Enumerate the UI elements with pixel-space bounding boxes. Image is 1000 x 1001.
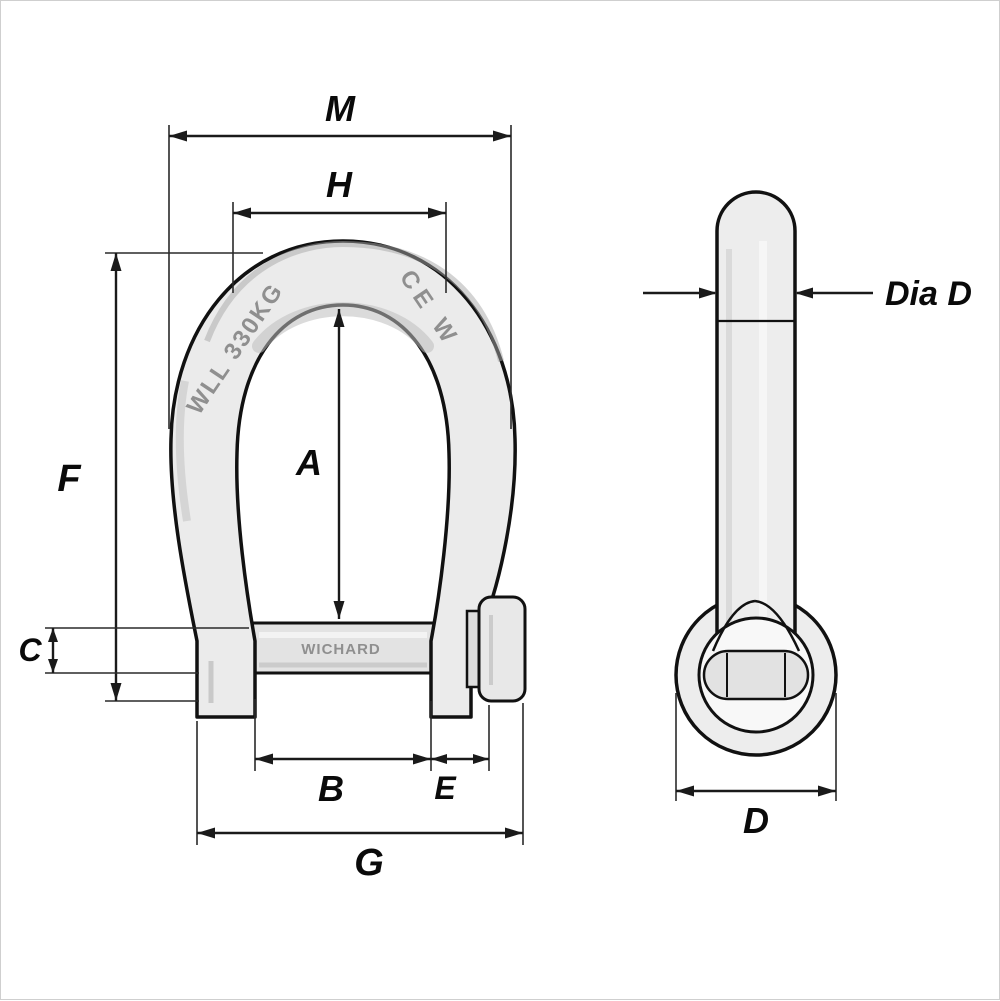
arrowhead (197, 827, 215, 839)
arrowhead (110, 253, 122, 271)
bow-inner-shading (252, 302, 434, 353)
dim-label-F: F (57, 458, 82, 500)
arrowhead (699, 287, 717, 299)
arrowhead (473, 754, 489, 764)
arrowhead (676, 785, 694, 797)
arrowhead (169, 130, 187, 142)
dim-label-diaD: Dia D (885, 275, 972, 313)
dimensions-side: Dia D D (643, 275, 972, 841)
pin-head (477, 595, 527, 703)
arrowhead (818, 785, 836, 797)
dim-label-D: D (743, 800, 769, 841)
dim-label-M: M (325, 88, 356, 129)
arrowhead (431, 754, 447, 764)
arrowhead (795, 287, 813, 299)
arrowhead (110, 683, 122, 701)
arrowhead (493, 130, 511, 142)
front-view: WICHARD WLL 330KG CE W (169, 239, 527, 719)
arrowhead (233, 207, 251, 219)
dim-label-A: A (295, 442, 322, 483)
dim-label-E: E (434, 770, 457, 806)
pin-engraving: WICHARD (301, 641, 381, 658)
dimensions-front: M H A F C B (18, 88, 524, 884)
arrowhead (255, 753, 273, 765)
arrowhead (413, 753, 431, 765)
arrowhead (48, 659, 58, 673)
bow-cross-section (702, 649, 810, 701)
pin-shaft-side (715, 190, 797, 656)
left-arm-shading (175, 380, 191, 522)
dim-label-G: G (354, 842, 384, 884)
arrowhead (333, 309, 345, 327)
arrowhead (48, 628, 58, 642)
bow-top-shading (204, 240, 504, 362)
eye-top-detail-right (754, 599, 801, 652)
arrowhead (428, 207, 446, 219)
arrowhead (505, 827, 523, 839)
eye-top-detail-left (711, 599, 756, 652)
dim-label-C: C (18, 632, 42, 668)
arrowhead (333, 601, 345, 619)
dim-label-B: B (318, 768, 344, 809)
dim-label-H: H (326, 164, 353, 205)
side-view (674, 190, 838, 757)
